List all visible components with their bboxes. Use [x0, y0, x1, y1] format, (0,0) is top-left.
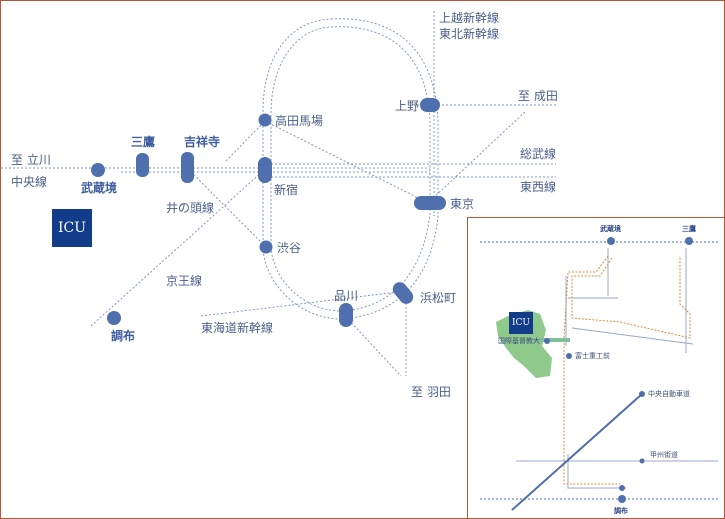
- joetsu-shinkansen-label: 上越新幹線: [439, 11, 500, 25]
- inset-icu-logo: ICU: [509, 312, 533, 334]
- tokaido-shinkansen-track: [200, 290, 407, 317]
- musashisakai-label: 武蔵境: [81, 181, 118, 195]
- haneda-line-track: [345, 316, 402, 377]
- ueno-label: 上野: [395, 99, 420, 113]
- inset-point-chofu-road: [619, 485, 625, 491]
- takadanobaba-connector: [225, 120, 266, 162]
- inset-station-chofu: [618, 495, 626, 503]
- inset-point-icu: [544, 338, 550, 344]
- inset-fujijukoumae-label: 富士重工前: [575, 352, 610, 360]
- takadanobaba-label: 高田馬場: [275, 114, 324, 128]
- inset-station-musashisakai: [607, 237, 615, 245]
- inset-koshu-kaido-label: 甲州街道: [650, 451, 678, 459]
- inset-map-drawing: [480, 237, 718, 511]
- inset-chofu-label: 調布: [614, 507, 628, 515]
- keio-line-track: [90, 170, 264, 327]
- inset-station-mitaka: [685, 237, 693, 245]
- yamanote-line-loop: [262, 18, 439, 320]
- tokaido-shinkansen-label: 東海道新幹線: [201, 321, 274, 335]
- station-musashisakai: [91, 163, 105, 177]
- shinjuku-label: 新宿: [274, 183, 299, 197]
- takadanobaba-tokyo-connector: [264, 120, 431, 205]
- inset-chuo-expressway: [511, 393, 643, 511]
- station-chofu: [107, 311, 121, 325]
- chuo-line-label: 中央線: [11, 175, 48, 189]
- to-tachikawa-label: 至 立川: [11, 153, 51, 167]
- mitaka-label: 三鷹: [131, 135, 156, 149]
- inset-bus-route-1: [563, 255, 620, 485]
- chofu-label: 調布: [111, 329, 136, 343]
- narita-diagonal-track: [429, 110, 527, 202]
- inset-chuo-expressway-label: 中央自動車道: [648, 390, 690, 398]
- yamanote-line-inner: [270, 26, 431, 312]
- station-shinagawa: [339, 303, 353, 327]
- station-takadanobaba: [258, 113, 272, 127]
- hamamatsucho-label: 浜松町: [420, 291, 457, 305]
- tohoku-shinkansen-label: 東北新幹線: [439, 27, 500, 41]
- shinagawa-label: 品川: [334, 289, 359, 303]
- inset-point-fujijukoumae: [566, 353, 572, 359]
- inset-icu-road-band: [532, 338, 570, 342]
- station-mitaka: [136, 153, 149, 177]
- tokyo-label: 東京: [450, 197, 475, 211]
- inset-mitaka-label: 三鷹: [682, 225, 696, 233]
- inset-bus-route-2: [571, 256, 691, 339]
- icu-logo: ICU: [52, 209, 92, 247]
- inset-road-5: [567, 454, 626, 489]
- station-kichijoji: [181, 152, 194, 183]
- station-shinjuku: [258, 157, 272, 183]
- inset-road-3: [571, 327, 694, 345]
- kichijoji-label: 吉祥寺: [184, 135, 221, 149]
- station-hamamatsucho: [392, 282, 414, 304]
- inset-point-expressway: [639, 391, 645, 397]
- station-ueno: [420, 98, 440, 112]
- shibuya-label: 渋谷: [277, 241, 302, 255]
- to-narita-label: 至 成田: [518, 89, 558, 103]
- inset-point-koshu: [639, 458, 645, 464]
- inset-icu-name-label: 国際基督教大: [498, 337, 540, 345]
- tozai-line-label: 東西線: [520, 180, 557, 194]
- inokashira-line-label: 井の頭線: [166, 201, 215, 215]
- inset-local-map: 武蔵境 三鷹 ICU 国際基督教大 富士重工前 中央自動車道 甲州街道 調布: [467, 217, 724, 518]
- inset-musashisakai-label: 武蔵境: [600, 225, 621, 233]
- station-tokyo: [414, 196, 446, 210]
- to-haneda-label: 至 羽田: [411, 385, 451, 399]
- sobu-line-label: 総武線: [520, 147, 557, 161]
- station-shibuya: [259, 240, 273, 254]
- keio-line-label: 京王線: [166, 274, 203, 288]
